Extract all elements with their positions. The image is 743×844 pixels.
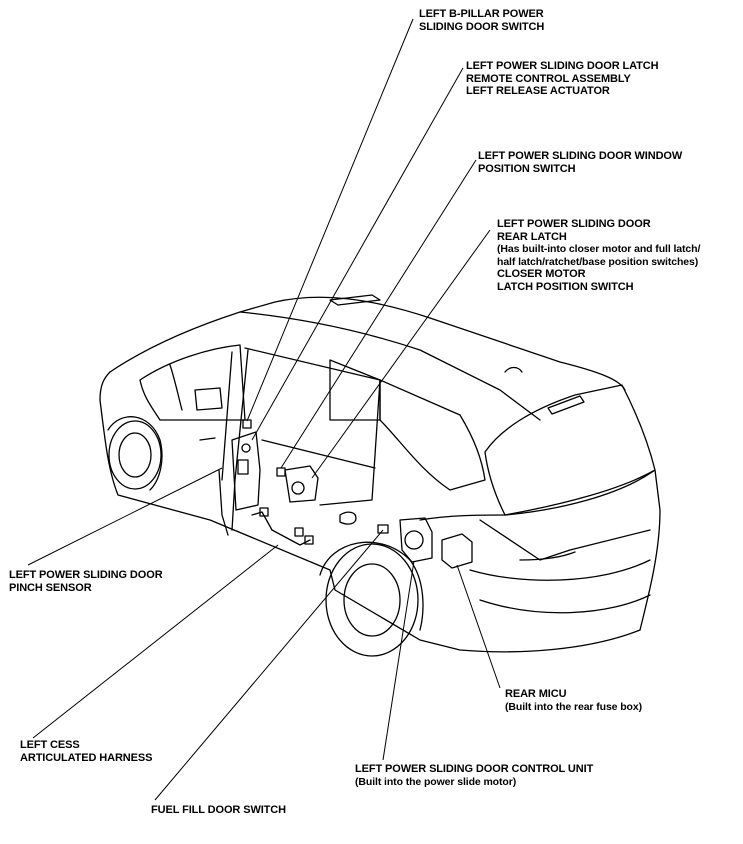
- label-line: half latch/ratchet/base position switche…: [497, 255, 699, 268]
- label-pinch-sensor: LEFT POWER SLIDING DOOR PINCH SENSOR: [9, 569, 163, 594]
- label-line: LEFT POWER SLIDING DOOR LATCH: [466, 60, 659, 72]
- label-line: LEFT CESS: [20, 739, 80, 751]
- leader-fuel-switch: [154, 529, 384, 801]
- label-line: (Built into the rear fuse box): [505, 700, 643, 713]
- b-pillar-switch-part: [242, 419, 252, 429]
- label-latch-remote: LEFT POWER SLIDING DOOR LATCH REMOTE CON…: [466, 60, 659, 98]
- leader-control-unit: [382, 560, 415, 761]
- label-line: REAR LATCH: [497, 230, 567, 243]
- cess-harness-part: [251, 507, 314, 546]
- label-line: SLIDING DOOR SWITCH: [419, 20, 545, 33]
- label-line: LEFT POWER SLIDING DOOR: [497, 218, 651, 230]
- label-fuel-switch: FUEL FILL DOOR SWITCH: [151, 804, 286, 817]
- pinch-sensor-part: [218, 469, 229, 536]
- label-rear-latch: LEFT POWER SLIDING DOOR REAR LATCH (Has …: [497, 218, 700, 293]
- minivan-body: [99, 294, 661, 657]
- rear-micu-part: [441, 533, 473, 569]
- label-line: LEFT POWER SLIDING DOOR CONTROL UNIT: [355, 763, 594, 775]
- label-line: CLOSER MOTOR: [497, 268, 586, 280]
- label-line: LEFT RELEASE ACTUATOR: [466, 85, 610, 97]
- leader-lines: [27, 18, 501, 801]
- label-line: LEFT POWER SLIDING DOOR WINDOW: [478, 150, 683, 162]
- label-line: POSITION SWITCH: [478, 162, 576, 175]
- leader-cess-harness: [32, 544, 279, 739]
- label-b-pillar-switch: LEFT B-PILLAR POWER SLIDING DOOR SWITCH: [419, 8, 544, 33]
- label-cess-harness: LEFT CESS ARTICULATED HARNESS: [20, 739, 152, 764]
- label-line: REMOTE CONTROL ASSEMBLY: [466, 72, 631, 85]
- label-line: LEFT B-PILLAR POWER: [419, 8, 544, 20]
- control-unit-part: [399, 517, 433, 563]
- label-line: REAR MICU: [505, 688, 567, 700]
- label-line: LATCH POSITION SWITCH: [497, 280, 634, 293]
- leader-rear-micu: [456, 564, 501, 689]
- leader-b-pillar-switch: [246, 18, 414, 422]
- label-line: LEFT POWER SLIDING DOOR: [9, 569, 163, 581]
- label-line: PINCH SENSOR: [9, 581, 92, 594]
- label-line: FUEL FILL DOOR SWITCH: [151, 804, 286, 816]
- fuel-switch-part: [377, 524, 389, 534]
- label-window-position: LEFT POWER SLIDING DOOR WINDOW POSITION …: [478, 150, 682, 175]
- leader-window-position: [280, 159, 477, 469]
- leader-pinch-sensor: [27, 467, 223, 566]
- leader-latch-remote: [251, 67, 464, 441]
- window-switch-part: [276, 467, 286, 477]
- label-line: ARTICULATED HARNESS: [20, 751, 153, 764]
- latch-remote-part: [231, 431, 261, 511]
- label-rear-micu: REAR MICU (Built into the rear fuse box): [505, 688, 642, 713]
- label-control-unit: LEFT POWER SLIDING DOOR CONTROL UNIT (Bu…: [355, 763, 593, 788]
- leader-rear-latch: [311, 229, 491, 479]
- label-line: (Built into the power slide motor): [355, 775, 517, 788]
- label-line: (Has built-into closer motor and full la…: [497, 243, 701, 255]
- rear-latch-part: [284, 465, 319, 503]
